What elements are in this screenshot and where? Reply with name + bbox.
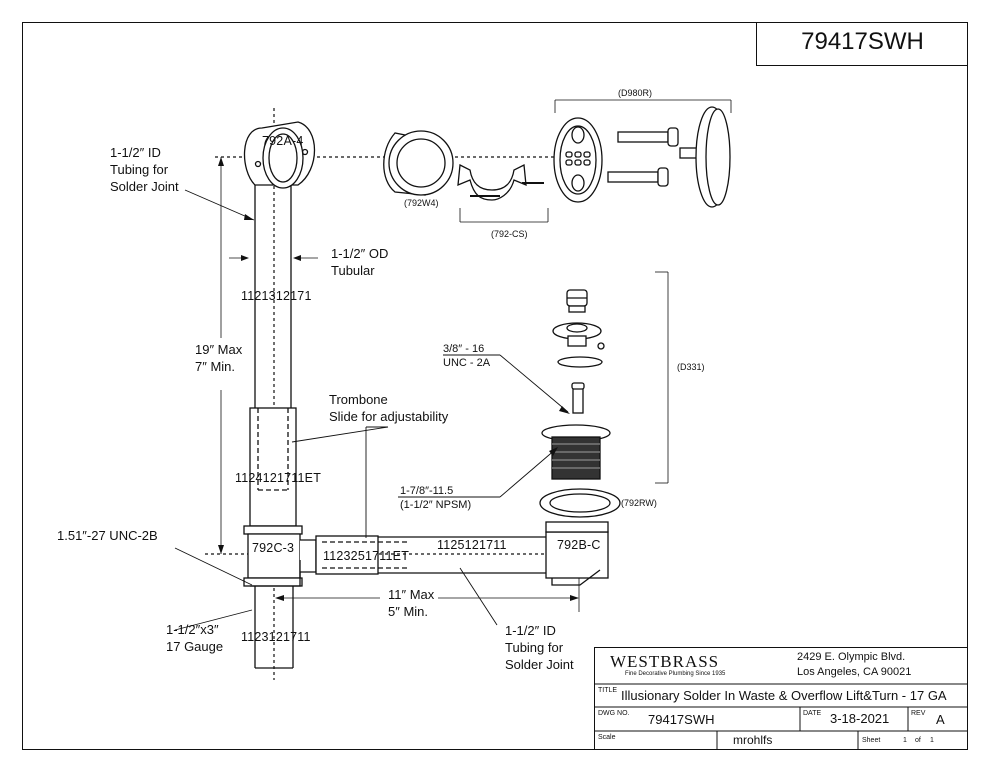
label-line: 7″ Min. xyxy=(195,359,236,374)
label-line: Tubing for xyxy=(110,162,169,177)
drawn-by: mrohlfs xyxy=(733,733,773,747)
overflow-cover xyxy=(553,117,603,203)
faceplate xyxy=(383,130,454,196)
company-tagline: Fine Decorative Plumbing Since 1935 xyxy=(625,671,726,677)
drawing-number: 79417SWH xyxy=(801,28,924,55)
part-tee: 792C-3 xyxy=(252,541,295,555)
label-line: 1-1/2″x3″ xyxy=(166,622,219,637)
sheet-label: Sheet xyxy=(862,737,881,744)
overflow-cap xyxy=(695,106,731,208)
part-elbow-top: 792A-4 xyxy=(262,134,304,148)
title-block-grid xyxy=(594,683,968,750)
trombone-sleeve xyxy=(249,407,297,527)
label-body-thread: 1-7/8″-11.5 (1-1/2″ NPSM) xyxy=(400,484,471,512)
label-length-horizontal: 11″ Max 5″ Min. xyxy=(388,586,434,620)
tailpiece xyxy=(254,586,294,669)
label-line: Trombone xyxy=(329,392,388,407)
date-value: 3-18-2021 xyxy=(830,711,890,726)
vertical-tube xyxy=(254,185,292,410)
scale-label: Scale xyxy=(598,734,616,741)
drain-stopper xyxy=(552,322,605,350)
dwg-no-label: DWG NO. xyxy=(598,710,630,717)
leader-lines xyxy=(174,189,570,631)
label-id-tubing-right: 1-1/2″ ID Tubing for Solder Joint xyxy=(505,622,574,673)
part-slide-horizontal: 1123251711ET xyxy=(323,549,410,563)
horizontal-tube xyxy=(378,536,546,574)
part-vertical-tube: 1121312171 xyxy=(241,289,312,303)
label-line: 3/8″ - 16 xyxy=(443,343,485,355)
label-line: 19″ Max xyxy=(195,342,243,357)
overflow-screws xyxy=(607,127,699,187)
label-line: 11″ Max xyxy=(388,587,435,602)
rev-value: A xyxy=(936,712,945,727)
part-tailpiece: 1123121711 xyxy=(241,630,311,644)
part-trombone-tube: 1124121711ET xyxy=(235,471,322,485)
drawing-number-box: 79417SWH xyxy=(756,22,968,66)
cross-bar xyxy=(457,163,544,201)
title-label: TITLE xyxy=(598,687,618,694)
part-overflow-kit: (D980R) xyxy=(618,88,653,98)
sheet-of: of xyxy=(915,737,921,744)
part-shoe: 792B-C xyxy=(557,538,601,552)
drain-body xyxy=(541,424,611,480)
sheet-number: 1 xyxy=(903,737,907,744)
label-line: (1-1/2″ NPSM) xyxy=(400,499,472,511)
part-drain-kit: (D331) xyxy=(677,362,705,372)
label-line: 1-7/8″-11.5 xyxy=(400,485,454,497)
drain-oring xyxy=(557,356,603,368)
title-block xyxy=(594,647,968,750)
part-horizontal-tube: 1125121711 xyxy=(437,538,507,552)
address-line-1: 2429 E. Olympic Blvd. xyxy=(797,651,906,663)
rev-label: REV xyxy=(911,710,926,717)
address-line-2: Los Angeles, CA 90021 xyxy=(797,666,912,678)
part-washer: (792RW) xyxy=(621,498,657,508)
elbow-top xyxy=(243,121,316,189)
date-label: DATE xyxy=(803,710,822,717)
tee xyxy=(243,525,317,587)
label-line: 1-1/2″ OD xyxy=(331,246,389,261)
horizontal-slide xyxy=(315,535,410,575)
label-screw-thread: 3/8″ - 16 UNC - 2A xyxy=(443,342,490,370)
label-thread-unc: 1.51″-27 UNC-2B xyxy=(57,528,158,543)
label-line: Tubing for xyxy=(505,640,564,655)
part-faceplate: (792W4) xyxy=(404,198,439,208)
sheet-total: 1 xyxy=(930,737,934,744)
label-line: Solder Joint xyxy=(110,179,179,194)
label-id-tubing-left: 1-1/2″ ID Tubing for Solder Joint xyxy=(110,144,179,195)
label-od-tubular: 1-1/2″ OD Tubular xyxy=(331,245,388,279)
label-line: Slide for adjustability xyxy=(329,409,449,424)
label-line: UNC - 2A xyxy=(443,357,491,369)
part-cross-bar: (792-CS) xyxy=(491,229,528,239)
label-length-vertical: 19″ Max 7″ Min. xyxy=(195,341,242,375)
label-line: Solder Joint xyxy=(505,657,574,672)
label-line: Tubular xyxy=(331,263,375,278)
drain-knob xyxy=(566,289,588,313)
drain-washer xyxy=(539,488,621,518)
shoe xyxy=(545,521,609,586)
label-line: 17 Gauge xyxy=(166,639,224,654)
label-tail: 1-1/2″x3″ 17 Gauge xyxy=(166,621,223,655)
label-line: 1-1/2″ ID xyxy=(110,145,161,160)
drawing-border xyxy=(22,22,968,750)
drawing-title: Illusionary Solder In Waste & Overflow L… xyxy=(621,688,947,703)
company-logo: WESTBRASS xyxy=(610,652,720,671)
dwg-no-value: 79417SWH xyxy=(648,712,715,727)
drain-screw xyxy=(571,382,585,414)
label-line: 5″ Min. xyxy=(388,604,429,619)
label-line: 1-1/2″ ID xyxy=(505,623,556,638)
label-trombone: Trombone Slide for adjustability xyxy=(329,391,448,425)
